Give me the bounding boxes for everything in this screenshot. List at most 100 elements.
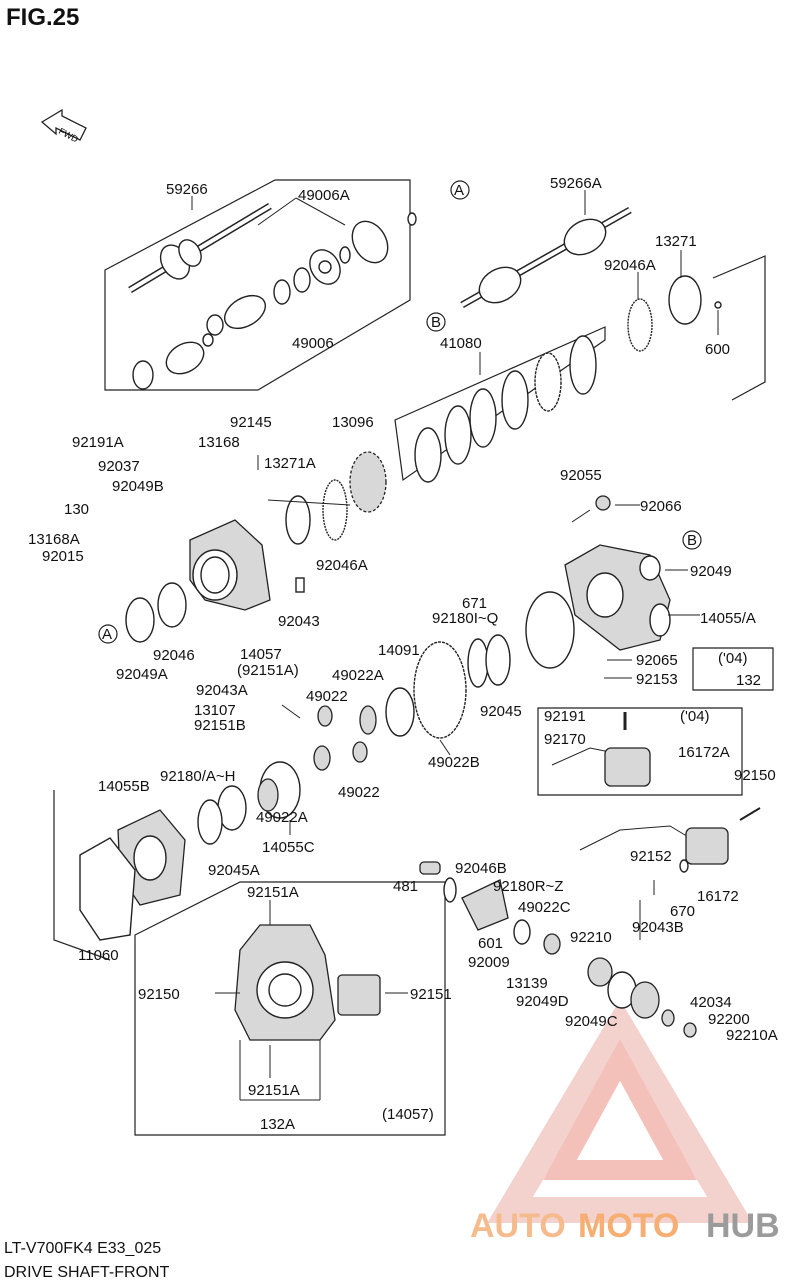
sensor-box-04 [537, 707, 743, 796]
breather-box-04 [692, 647, 774, 691]
shim-92180 [467, 638, 489, 688]
part-label: 92200 [708, 1011, 750, 1028]
svg-text:A: A [454, 182, 464, 199]
part-label: 49022 [306, 688, 348, 705]
seal-92046 [157, 582, 187, 628]
callout-b-lower: B [682, 530, 702, 550]
part-label: 92066 [640, 498, 682, 515]
part-label: 13168A [28, 531, 80, 548]
watermark-text-hub: HUB [706, 1207, 780, 1245]
part-label: 13271A [264, 455, 316, 472]
sensor-16172a [551, 712, 651, 787]
gear-49022a-upper [359, 705, 377, 735]
part-label: 92153 [636, 671, 678, 688]
svg-text:B: B [687, 532, 697, 549]
bearing-92045 [485, 634, 511, 686]
part-label: 670 [670, 903, 695, 920]
callout-a-upper: A [450, 180, 470, 200]
part-label: 92180R~Z [493, 878, 563, 895]
front-housing-14057 [189, 519, 271, 611]
part-label: 14091 [378, 642, 420, 659]
clutch-pack-frame [394, 326, 606, 482]
svg-text:A: A [102, 626, 112, 643]
part-label: 49022C [518, 899, 571, 916]
part-label: 92049D [516, 993, 569, 1010]
part-label: 49022A [332, 667, 384, 684]
part-label: 132A [260, 1116, 295, 1133]
ring-13271a [285, 495, 311, 545]
part-label: 41080 [440, 335, 482, 352]
assembled-housing-view [234, 924, 381, 1041]
part-label: 92150 [138, 986, 180, 1003]
clutch-plates [414, 335, 597, 483]
part-label: 92191 [544, 708, 586, 725]
part-label: 16172A [678, 744, 730, 761]
diagram-caption: DRIVE SHAFT-FRONT [4, 1264, 170, 1281]
ring-92046a-mid [322, 479, 348, 541]
watermark-text-auto: AUTO [470, 1207, 566, 1245]
part-label: 92145 [230, 414, 272, 431]
leader-lines [191, 190, 719, 1101]
part-label: 92037 [98, 458, 140, 475]
part-label: ('04) [680, 708, 710, 725]
part-label: 92152 [630, 848, 672, 865]
part-label: 92151A [247, 884, 299, 901]
part-label: 671 [462, 595, 487, 612]
part-label: 13107 [194, 702, 236, 719]
part-label: 92191A [72, 434, 124, 451]
part-label: 92180I~Q [432, 610, 498, 627]
part-label: 92150 [734, 767, 776, 784]
gear-49022-upper [317, 705, 333, 727]
part-label: 601 [478, 935, 503, 952]
drive-shaft-right [460, 206, 632, 309]
part-label: 92046B [455, 860, 507, 877]
part-label: 16172 [697, 888, 739, 905]
pinion-group [419, 861, 697, 1038]
ring-92046a-upper [627, 298, 653, 352]
part-label: 92170 [544, 731, 586, 748]
part-label: (92151A) [237, 662, 299, 679]
figure-title: FIG.25 [6, 4, 80, 31]
ring-13271-upper [668, 275, 702, 325]
diff-case-14091 [385, 687, 415, 737]
part-label: 11060 [78, 947, 119, 964]
part-label: 92049C [565, 1013, 618, 1030]
part-label: 132 [736, 672, 761, 689]
part-label: 59266 [166, 181, 208, 198]
gasket-11060 [79, 837, 136, 941]
plug-92043 [295, 577, 305, 593]
ring-gear-49022b [413, 641, 467, 739]
gear-49022a-lower [313, 745, 331, 771]
part-label: 13271 [655, 233, 697, 250]
seal-92049a [125, 597, 155, 643]
part-label: 13139 [506, 975, 548, 992]
part-label: 59266A [550, 175, 602, 192]
part-label: 14055B [98, 778, 150, 795]
sensor-16172 [579, 807, 761, 873]
part-label: 92046 [153, 647, 195, 664]
part-label: 49006A [298, 187, 350, 204]
callout-b-upper: B [426, 312, 446, 332]
pin-13107 [281, 704, 301, 719]
svg-text:B: B [431, 314, 441, 331]
part-label: 600 [705, 341, 730, 358]
part-label: 92046A [316, 557, 368, 574]
carrier-14055c [257, 761, 301, 819]
part-label: 92151 [410, 986, 452, 1003]
cv-joint-parts-upper [132, 212, 417, 390]
part-label: 92045A [208, 862, 260, 879]
diagram-code: LT-V700FK4 E33_025 [4, 1240, 162, 1257]
part-labels: 59266 49006A 59266A 13271 92046A 600 490… [28, 175, 778, 1133]
part-label: 49006 [292, 335, 334, 352]
plug-92066 [595, 495, 611, 511]
drive-shaft-left [128, 202, 272, 294]
part-label: 92065 [636, 652, 678, 669]
part-label: 92043 [278, 613, 320, 630]
part-label: 13168 [198, 434, 240, 451]
part-label: 49022 [338, 784, 380, 801]
callout-a-lower: A [98, 624, 118, 644]
part-label: 481 [393, 878, 418, 895]
part-label: 92049A [116, 666, 168, 683]
part-label: 14057 [240, 646, 282, 663]
